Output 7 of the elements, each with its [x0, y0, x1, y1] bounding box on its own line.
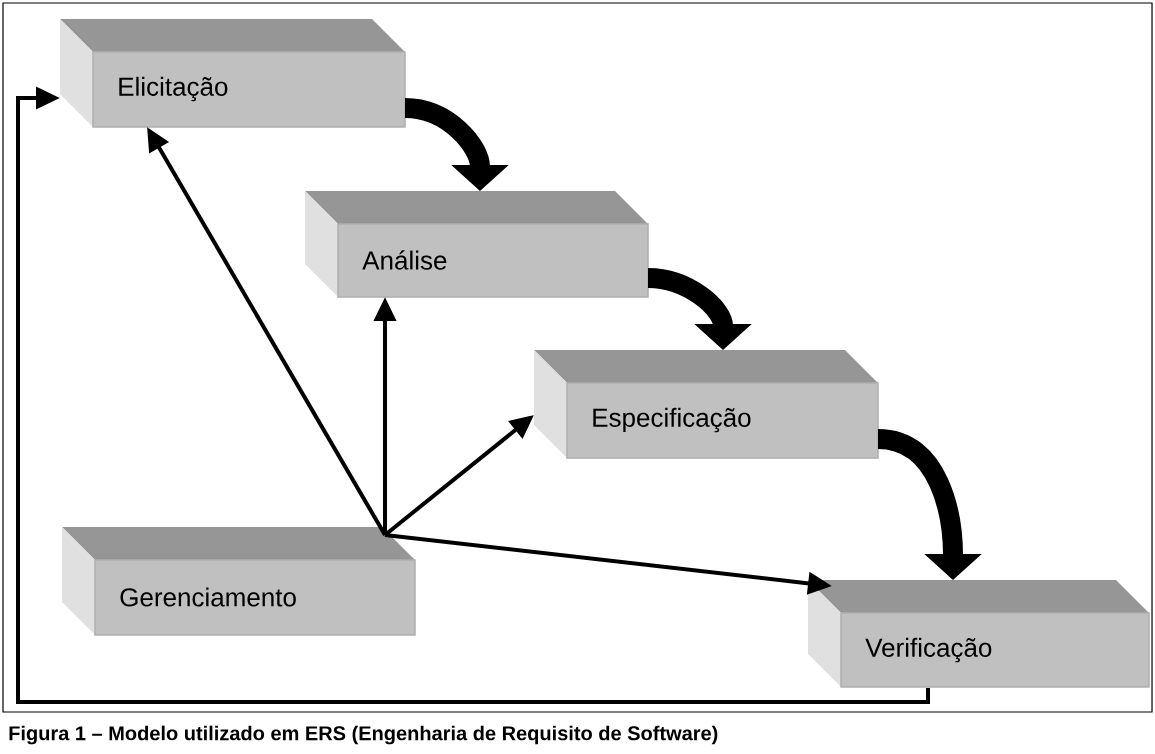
block-box: Verificação	[808, 580, 1150, 688]
block-box: Elicitação	[60, 19, 406, 128]
block-box: Gerenciamento	[62, 527, 416, 636]
block-box: Especificação	[534, 350, 879, 459]
arrow	[16, 86, 930, 704]
caption: Figura 1 – Modelo utilizado em ERS (Engenharia de Requisito de Software)	[9, 725, 718, 745]
block-box: Análise	[305, 191, 649, 298]
